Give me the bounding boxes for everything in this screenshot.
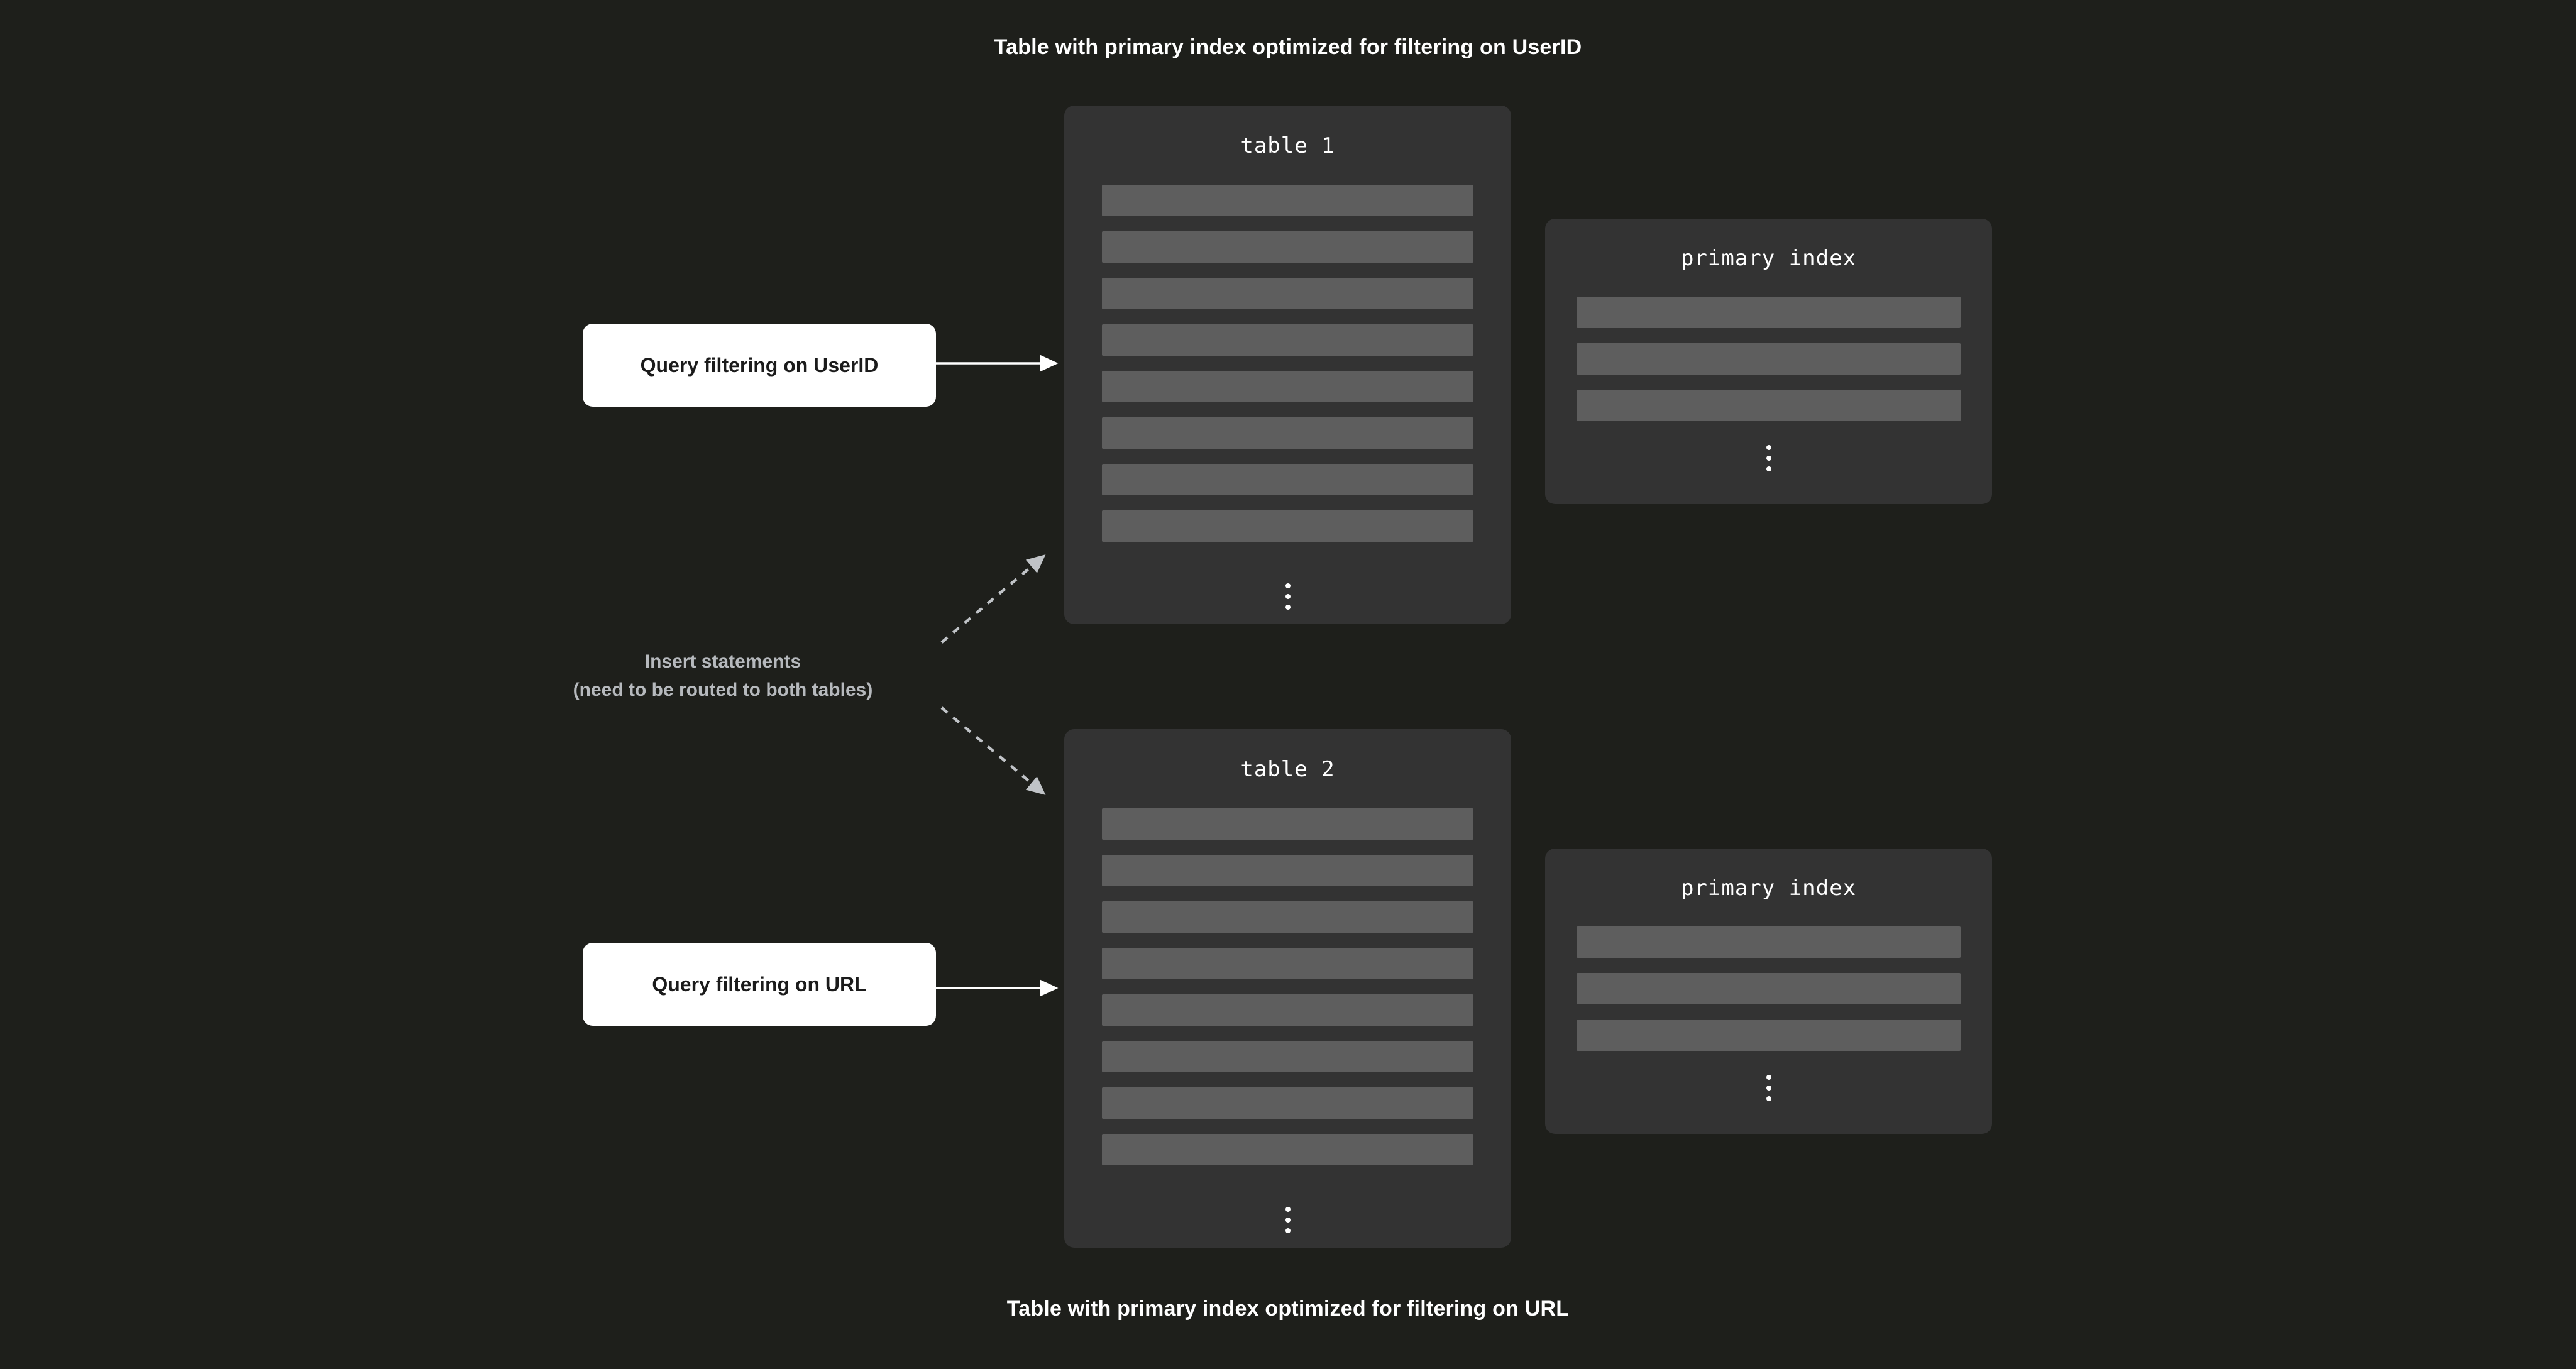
primary-index-1-rows [1545,297,1992,436]
query-filtering-userid-box[interactable]: Query filtering on UserID [583,324,936,407]
primary-index-2-card[interactable]: primary index [1545,849,1992,1134]
query-filtering-userid-label: Query filtering on UserID [640,353,879,377]
index-row [1577,1020,1961,1051]
table-2-rows [1064,808,1511,1180]
table-row [1102,324,1473,356]
insert-statements-line2: (need to be routed to both tables) [573,679,873,700]
vertical-ellipsis-icon [1545,445,1992,471]
query-filtering-url-label: Query filtering on URL [652,972,867,996]
table-1-card[interactable]: table 1 [1064,106,1511,624]
table-row [1102,1087,1473,1119]
table-row [1102,417,1473,449]
table-row [1102,464,1473,495]
table-row [1102,808,1473,840]
index-row [1577,343,1961,375]
index-row [1577,390,1961,421]
table-1-rows [1064,185,1511,557]
vertical-ellipsis-icon [1545,1075,1992,1101]
primary-index-1-card[interactable]: primary index [1545,219,1992,504]
primary-index-2-rows [1545,926,1992,1066]
arrow-insert-to-table-2 [940,706,1046,795]
vertical-ellipsis-icon [1064,1207,1511,1233]
table-row [1102,901,1473,933]
table-row [1102,855,1473,886]
table-row [1102,510,1473,542]
table-row [1102,278,1473,309]
query-filtering-url-box[interactable]: Query filtering on URL [583,943,936,1026]
table-2-title: table 2 [1240,757,1335,782]
top-caption: Table with primary index optimized for f… [994,35,1582,59]
table-row [1102,231,1473,263]
table-2-card[interactable]: table 2 [1064,729,1511,1248]
index-row [1577,973,1961,1004]
insert-statements-label: Insert statements (need to be routed to … [471,647,974,704]
table-row [1102,948,1473,979]
insert-statements-line1: Insert statements [644,651,801,672]
bottom-caption: Table with primary index optimized for f… [1006,1297,1570,1321]
index-row [1577,297,1961,328]
index-row [1577,926,1961,958]
table-row [1102,1041,1473,1072]
table-row [1102,371,1473,402]
table-row [1102,994,1473,1026]
vertical-ellipsis-icon [1064,583,1511,610]
table-1-title: table 1 [1240,133,1335,158]
primary-index-1-title: primary index [1680,246,1857,271]
arrow-insert-to-table-1 [940,554,1046,644]
table-row [1102,1134,1473,1165]
table-row [1102,185,1473,216]
primary-index-2-title: primary index [1680,876,1857,901]
